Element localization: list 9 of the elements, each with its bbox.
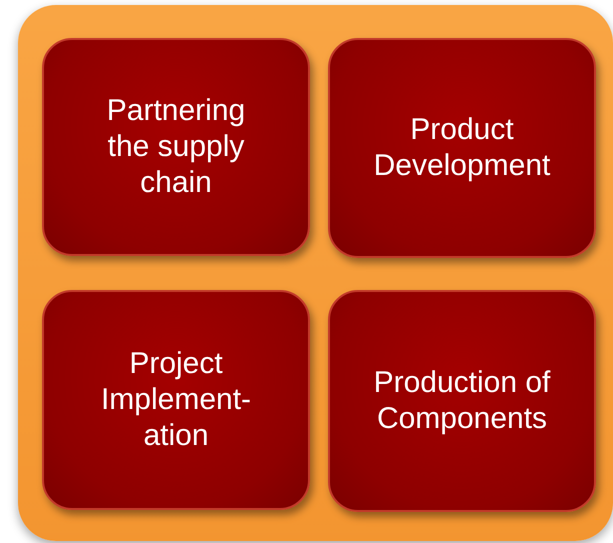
- process-box: [42, 290, 310, 510]
- process-box: [328, 290, 596, 512]
- box-label: Production of Components: [372, 365, 552, 437]
- box-label: Product Development: [372, 112, 552, 184]
- box-label: Project Implement- ation: [100, 346, 252, 454]
- panel-background: [18, 5, 613, 541]
- process-box: [328, 38, 596, 258]
- process-box: [42, 38, 310, 256]
- box-label: Partnering the supply chain: [106, 93, 246, 201]
